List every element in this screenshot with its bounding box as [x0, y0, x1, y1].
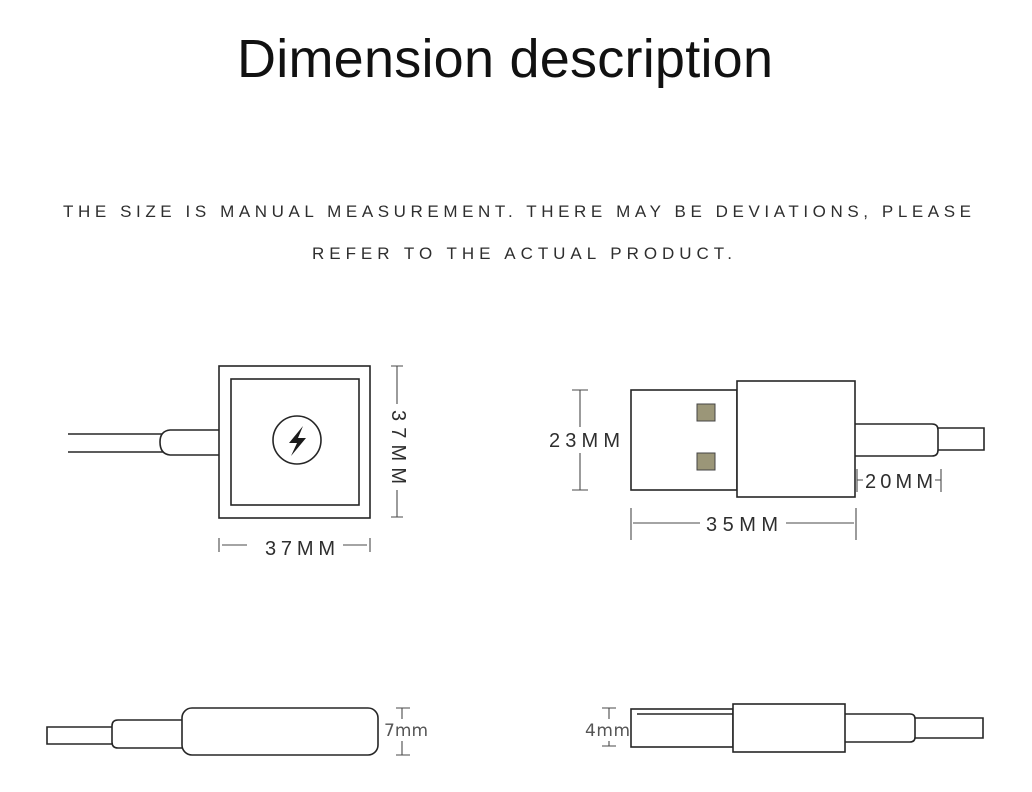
usb-plug-metal [630, 708, 734, 748]
charger-side-view: 7mm [46, 707, 428, 756]
contact-pad [696, 452, 716, 471]
thickness-dimension-label: 4mm [585, 721, 630, 741]
charger-top-view: 37MM 37MM [68, 365, 409, 560]
usb-body [736, 380, 856, 498]
thickness-dimension-line [396, 707, 410, 756]
strain-relief [159, 429, 219, 456]
cable [913, 717, 984, 739]
lightning-icon [289, 426, 306, 456]
cable [936, 427, 985, 451]
measurement-note-line-1: THE SIZE IS MANUAL MEASUREMENT. THERE MA… [63, 202, 971, 221]
usb-body [732, 703, 846, 753]
measurement-note-line-2: REFER TO THE ACTUAL PRODUCT. [312, 244, 732, 263]
strain-relief [111, 719, 182, 749]
thickness-dimension-label: 7mm [384, 721, 428, 741]
strain-relief [845, 713, 916, 743]
page-title: Dimension description [237, 29, 773, 89]
charger-body [181, 707, 379, 756]
usb-side-view: 4mm [585, 703, 984, 753]
usb-top-view: 23MM 35MM 20MM [549, 380, 985, 540]
usb-plug-metal [630, 389, 738, 491]
strain-relief-dimension-label: 20MM [865, 471, 933, 493]
cable [68, 433, 166, 453]
width-dimension-label: 37MM [265, 538, 335, 560]
contact-pad [696, 403, 716, 422]
height-dimension-label: 37MM [387, 410, 409, 484]
height-dimension-label: 23MM [549, 430, 620, 452]
cable [46, 726, 114, 745]
length-dimension-label: 35MM [706, 514, 778, 536]
width-dimension-line [218, 538, 371, 552]
strain-relief-dimension-line [856, 469, 942, 492]
length-dimension-line [630, 508, 857, 540]
height-dimension-line [391, 365, 403, 518]
strain-relief [855, 423, 939, 457]
height-dimension-line [572, 389, 588, 491]
thickness-dimension-line [602, 707, 616, 747]
